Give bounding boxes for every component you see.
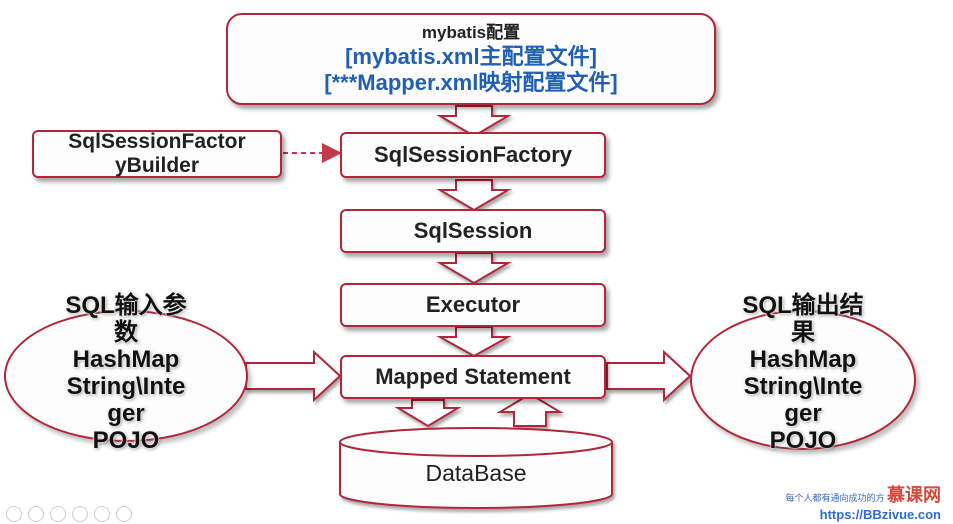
watermark-url: https://BBzivue.con (819, 507, 941, 522)
sql-input-ellipse (4, 310, 248, 442)
database-cylinder (339, 427, 613, 509)
output-line-6: POJO (769, 427, 837, 454)
arrow-session-to-executor (436, 252, 512, 285)
mapped-label: Mapped Statement (375, 364, 571, 389)
sqlsessionfactory-box: SqlSessionFactory (340, 132, 606, 178)
arrow-mapped-to-output (606, 349, 692, 403)
output-line-4: String\Inte (743, 373, 863, 400)
player-controls (6, 506, 132, 522)
sql-output-ellipse (690, 310, 916, 450)
output-line-5: ger (784, 400, 822, 427)
watermark-brand: 慕课网 (887, 485, 941, 505)
input-line-6: POJO (92, 427, 160, 454)
input-line-4: String\Inte (66, 373, 186, 400)
database-label: DataBase (425, 460, 527, 486)
input-line-5: ger (107, 400, 145, 427)
output-line-1: SQL输出结 (742, 292, 864, 319)
config-title: mybatis配置 (421, 23, 521, 42)
control-icon[interactable] (6, 506, 22, 522)
control-icon[interactable] (116, 506, 132, 522)
config-mapper-file: [***Mapper.xml映射配置文件] (324, 70, 618, 95)
output-line-3: HashMap (749, 346, 857, 373)
arrow-mapped-to-db (394, 399, 462, 428)
builder-label-line2: yBuilder (114, 154, 200, 177)
sql-output-text: SQL输出结 果 HashMap String\Inte ger POJO (703, 292, 903, 454)
mybatis-config-box: mybatis配置 [mybatis.xml主配置文件] [***Mapper.… (226, 13, 716, 105)
control-icon[interactable] (94, 506, 110, 522)
arrow-input-to-mapped (245, 349, 342, 403)
input-line-1: SQL输入参 (65, 292, 187, 319)
arrow-factory-to-session (436, 179, 512, 212)
arrow-executor-to-mapped (436, 326, 512, 358)
control-icon[interactable] (72, 506, 88, 522)
sqlsessionfactorybuilder-box: SqlSessionFactor yBuilder (32, 130, 282, 178)
session-label: SqlSession (413, 218, 533, 243)
arrow-config-to-factory (436, 105, 512, 138)
config-main-file: [mybatis.xml主配置文件] (345, 44, 597, 69)
output-line-2: 果 (791, 319, 815, 346)
watermark-slogan: 每个人都有通向成功的方 (785, 493, 885, 503)
watermark: 每个人都有通向成功的方 慕课网 https://BBzivue.con (785, 481, 941, 522)
executor-label: Executor (425, 292, 521, 317)
builder-label-line1: SqlSessionFactor (68, 130, 246, 153)
input-line-2: 数 (114, 319, 138, 346)
arrow-db-to-mapped (496, 392, 564, 427)
factory-label: SqlSessionFactory (373, 142, 573, 167)
executor-box: Executor (340, 283, 606, 327)
sqlsession-box: SqlSession (340, 209, 606, 253)
sql-input-text: SQL输入参 数 HashMap String\Inte ger POJO (20, 292, 232, 454)
mapped-statement-box: Mapped Statement (340, 355, 606, 399)
input-line-3: HashMap (72, 346, 180, 373)
control-icon[interactable] (50, 506, 66, 522)
control-icon[interactable] (28, 506, 44, 522)
